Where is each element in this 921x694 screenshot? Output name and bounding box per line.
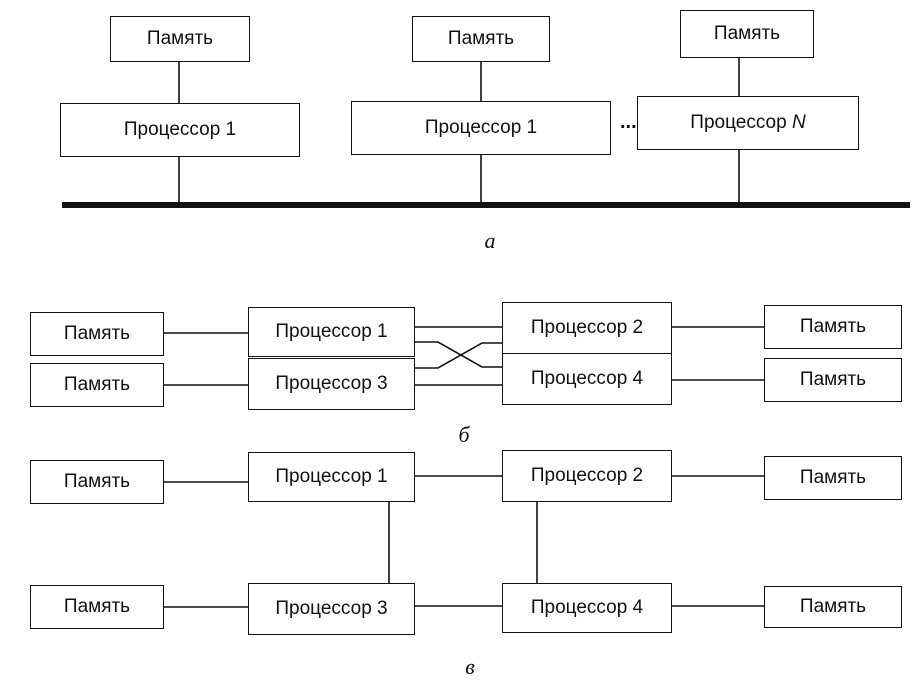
caption-v: в — [465, 654, 475, 679]
memory-box-c3: Память — [30, 585, 164, 629]
memory-box-a2: Память — [412, 16, 550, 62]
memory-box-a1: Память — [110, 16, 250, 62]
memory-box-b4: Память — [764, 358, 902, 402]
memory-box-c4: Память — [764, 586, 902, 628]
memory-box-b3: Память — [30, 363, 164, 407]
link-b-cpu1-cpu4 — [415, 341, 502, 368]
processor-box-c4: Процессор 4 — [502, 583, 672, 633]
processor-box-c1: Процессор 1 — [248, 452, 415, 502]
processor-box-c2: Процессор 2 — [502, 450, 672, 502]
caption-b: б — [458, 422, 470, 447]
processor-box-b3: Процессор 3 — [248, 358, 415, 410]
memory-box-aN: Память — [680, 10, 814, 58]
link-b-cpu3-cpu2 — [415, 342, 502, 369]
memory-box-b2: Память — [764, 305, 902, 349]
processor-n-index: N — [791, 112, 806, 133]
caption-a: а — [484, 228, 496, 253]
processor-n-prefix: Процессор — [690, 112, 792, 133]
processor-box-a1: Процессор 1 — [60, 103, 300, 157]
processor-box-b1: Процессор 1 — [248, 307, 415, 357]
processor-box-a2: Процессор 1 — [351, 101, 611, 155]
memory-box-c1: Память — [30, 460, 164, 504]
memory-box-c2: Память — [764, 456, 902, 500]
processor-box-c3: Процессор 3 — [248, 583, 415, 635]
processor-box-aN: Процессор N — [637, 96, 859, 150]
processor-box-b2: Процессор 2 — [502, 302, 672, 354]
processor-box-b4: Процессор 4 — [502, 353, 672, 405]
ellipsis: ... — [620, 111, 637, 133]
memory-box-b1: Память — [30, 312, 164, 356]
